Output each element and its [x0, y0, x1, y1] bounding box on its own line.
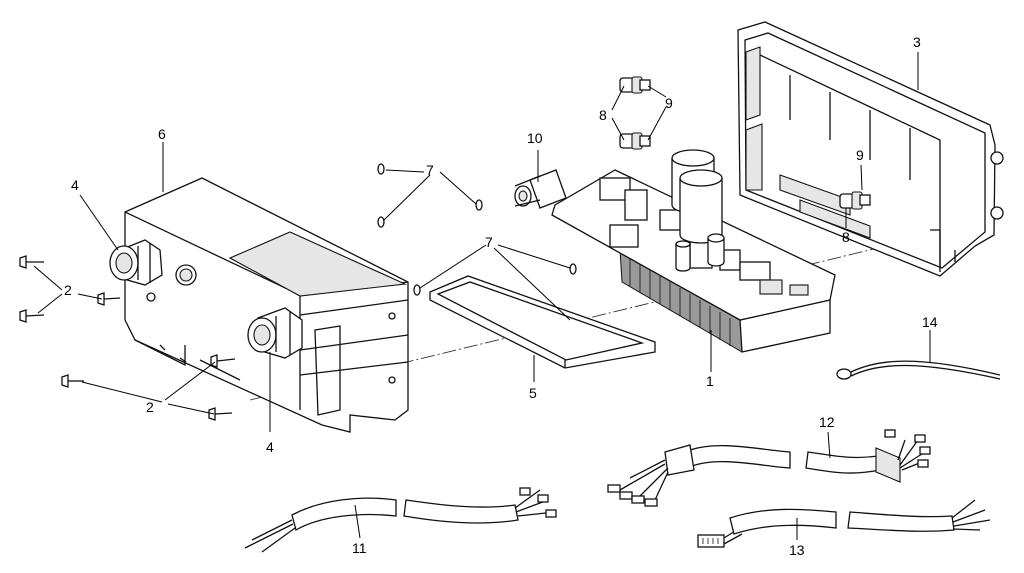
callout-7-lower: 7 [485, 234, 493, 250]
callout-9-right: 9 [856, 147, 864, 163]
leader-lines [33, 52, 931, 540]
callout-2-bottom: 2 [146, 399, 154, 415]
callout-11: 11 [352, 540, 367, 556]
callout-2-left: 2 [64, 282, 72, 298]
callout-14: 14 [922, 314, 938, 330]
callout-5: 5 [529, 385, 537, 401]
callout-9-upper: 9 [665, 95, 673, 111]
callout-8-upper: 8 [599, 107, 607, 123]
part-11-cable [244, 487, 557, 553]
part-10-cable-gland [514, 169, 567, 209]
assembly-axis-line [249, 221, 986, 401]
callout-4-lower: 4 [266, 439, 274, 455]
callout-8-right: 8 [842, 229, 850, 245]
part-4-cable-gland-upper [109, 239, 163, 286]
part-1-control-board [551, 149, 836, 353]
part-8-9-screw-right [839, 191, 871, 210]
part-14-ground-wire [836, 360, 1001, 380]
callout-7-upper: 7 [426, 162, 434, 178]
callout-10: 10 [527, 130, 543, 146]
part-3-housing-frame [737, 21, 1004, 277]
callout-4-upper: 4 [71, 177, 79, 193]
callout-6: 6 [158, 126, 166, 142]
part-13-cable-connector [697, 499, 991, 548]
callout-13: 13 [789, 542, 805, 558]
callout-1: 1 [706, 373, 714, 389]
part-12-cable-harness [607, 429, 931, 507]
callout-3: 3 [913, 34, 921, 50]
callout-12: 12 [819, 414, 835, 430]
part-8-9-screws-top [619, 76, 651, 150]
part-5-gasket [429, 275, 656, 369]
part-6-front-cover [124, 177, 409, 433]
part-4-cable-gland-lower [247, 307, 303, 359]
